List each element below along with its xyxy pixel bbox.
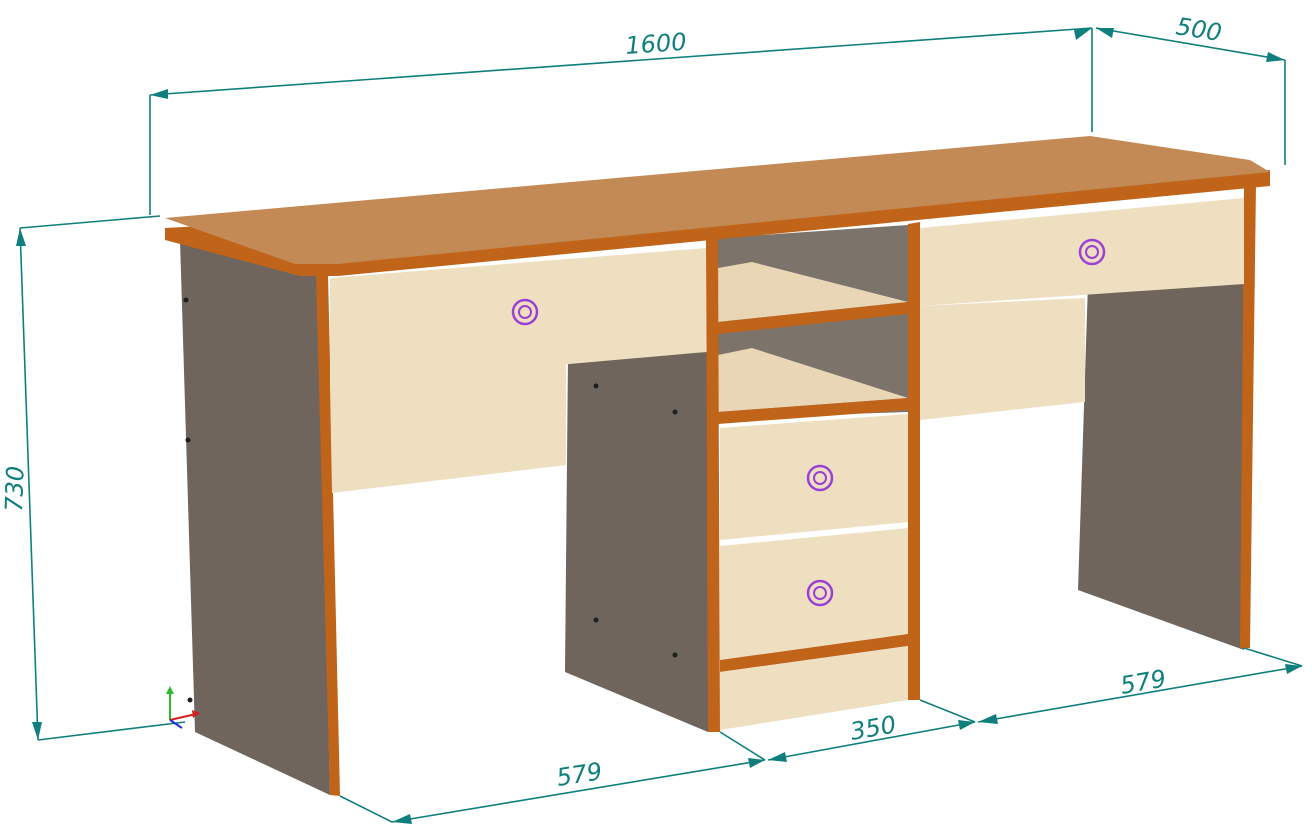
dimension-lines bbox=[19, 27, 1303, 823]
left-modesty-panel bbox=[330, 362, 566, 493]
left-side-edge bbox=[316, 274, 340, 796]
drawer-knob-icon bbox=[806, 464, 834, 492]
pedestal-right-edge bbox=[908, 222, 920, 700]
left-side-panel bbox=[180, 240, 330, 795]
dimension-left-section-label: 579 bbox=[555, 757, 605, 792]
drawer-knob-icon bbox=[1078, 238, 1106, 266]
right-side-panel bbox=[1078, 273, 1244, 650]
left-drawer-front bbox=[330, 248, 706, 385]
right-modesty-panel bbox=[920, 298, 1085, 420]
desk-model bbox=[165, 136, 1270, 796]
dimension-middle-section-label: 350 bbox=[848, 710, 898, 746]
screw-holes bbox=[183, 297, 678, 703]
tabletop-surface bbox=[165, 136, 1270, 264]
pedestal-plinth-edge bbox=[720, 634, 908, 672]
lower-shelf bbox=[718, 348, 908, 412]
dimension-width-label: 1600 bbox=[624, 28, 687, 60]
dimension-height-label: 730 bbox=[0, 465, 30, 512]
dimension-right-section-label: 579 bbox=[1118, 664, 1168, 700]
xyz-axis-triad-icon bbox=[166, 686, 200, 729]
pedestal-left-edge bbox=[706, 238, 720, 732]
right-side-edge bbox=[1240, 184, 1256, 648]
lower-shelf-edge bbox=[718, 398, 908, 424]
pedestal-plinth bbox=[720, 646, 908, 730]
dimension-arrows bbox=[16, 28, 1302, 824]
drawer-knob-icon bbox=[806, 579, 834, 607]
drawer-knob-icon bbox=[511, 298, 539, 326]
pedestal-side-panel bbox=[565, 352, 708, 732]
right-drawer-front bbox=[920, 198, 1244, 306]
upper-shelf-edge bbox=[718, 302, 908, 334]
